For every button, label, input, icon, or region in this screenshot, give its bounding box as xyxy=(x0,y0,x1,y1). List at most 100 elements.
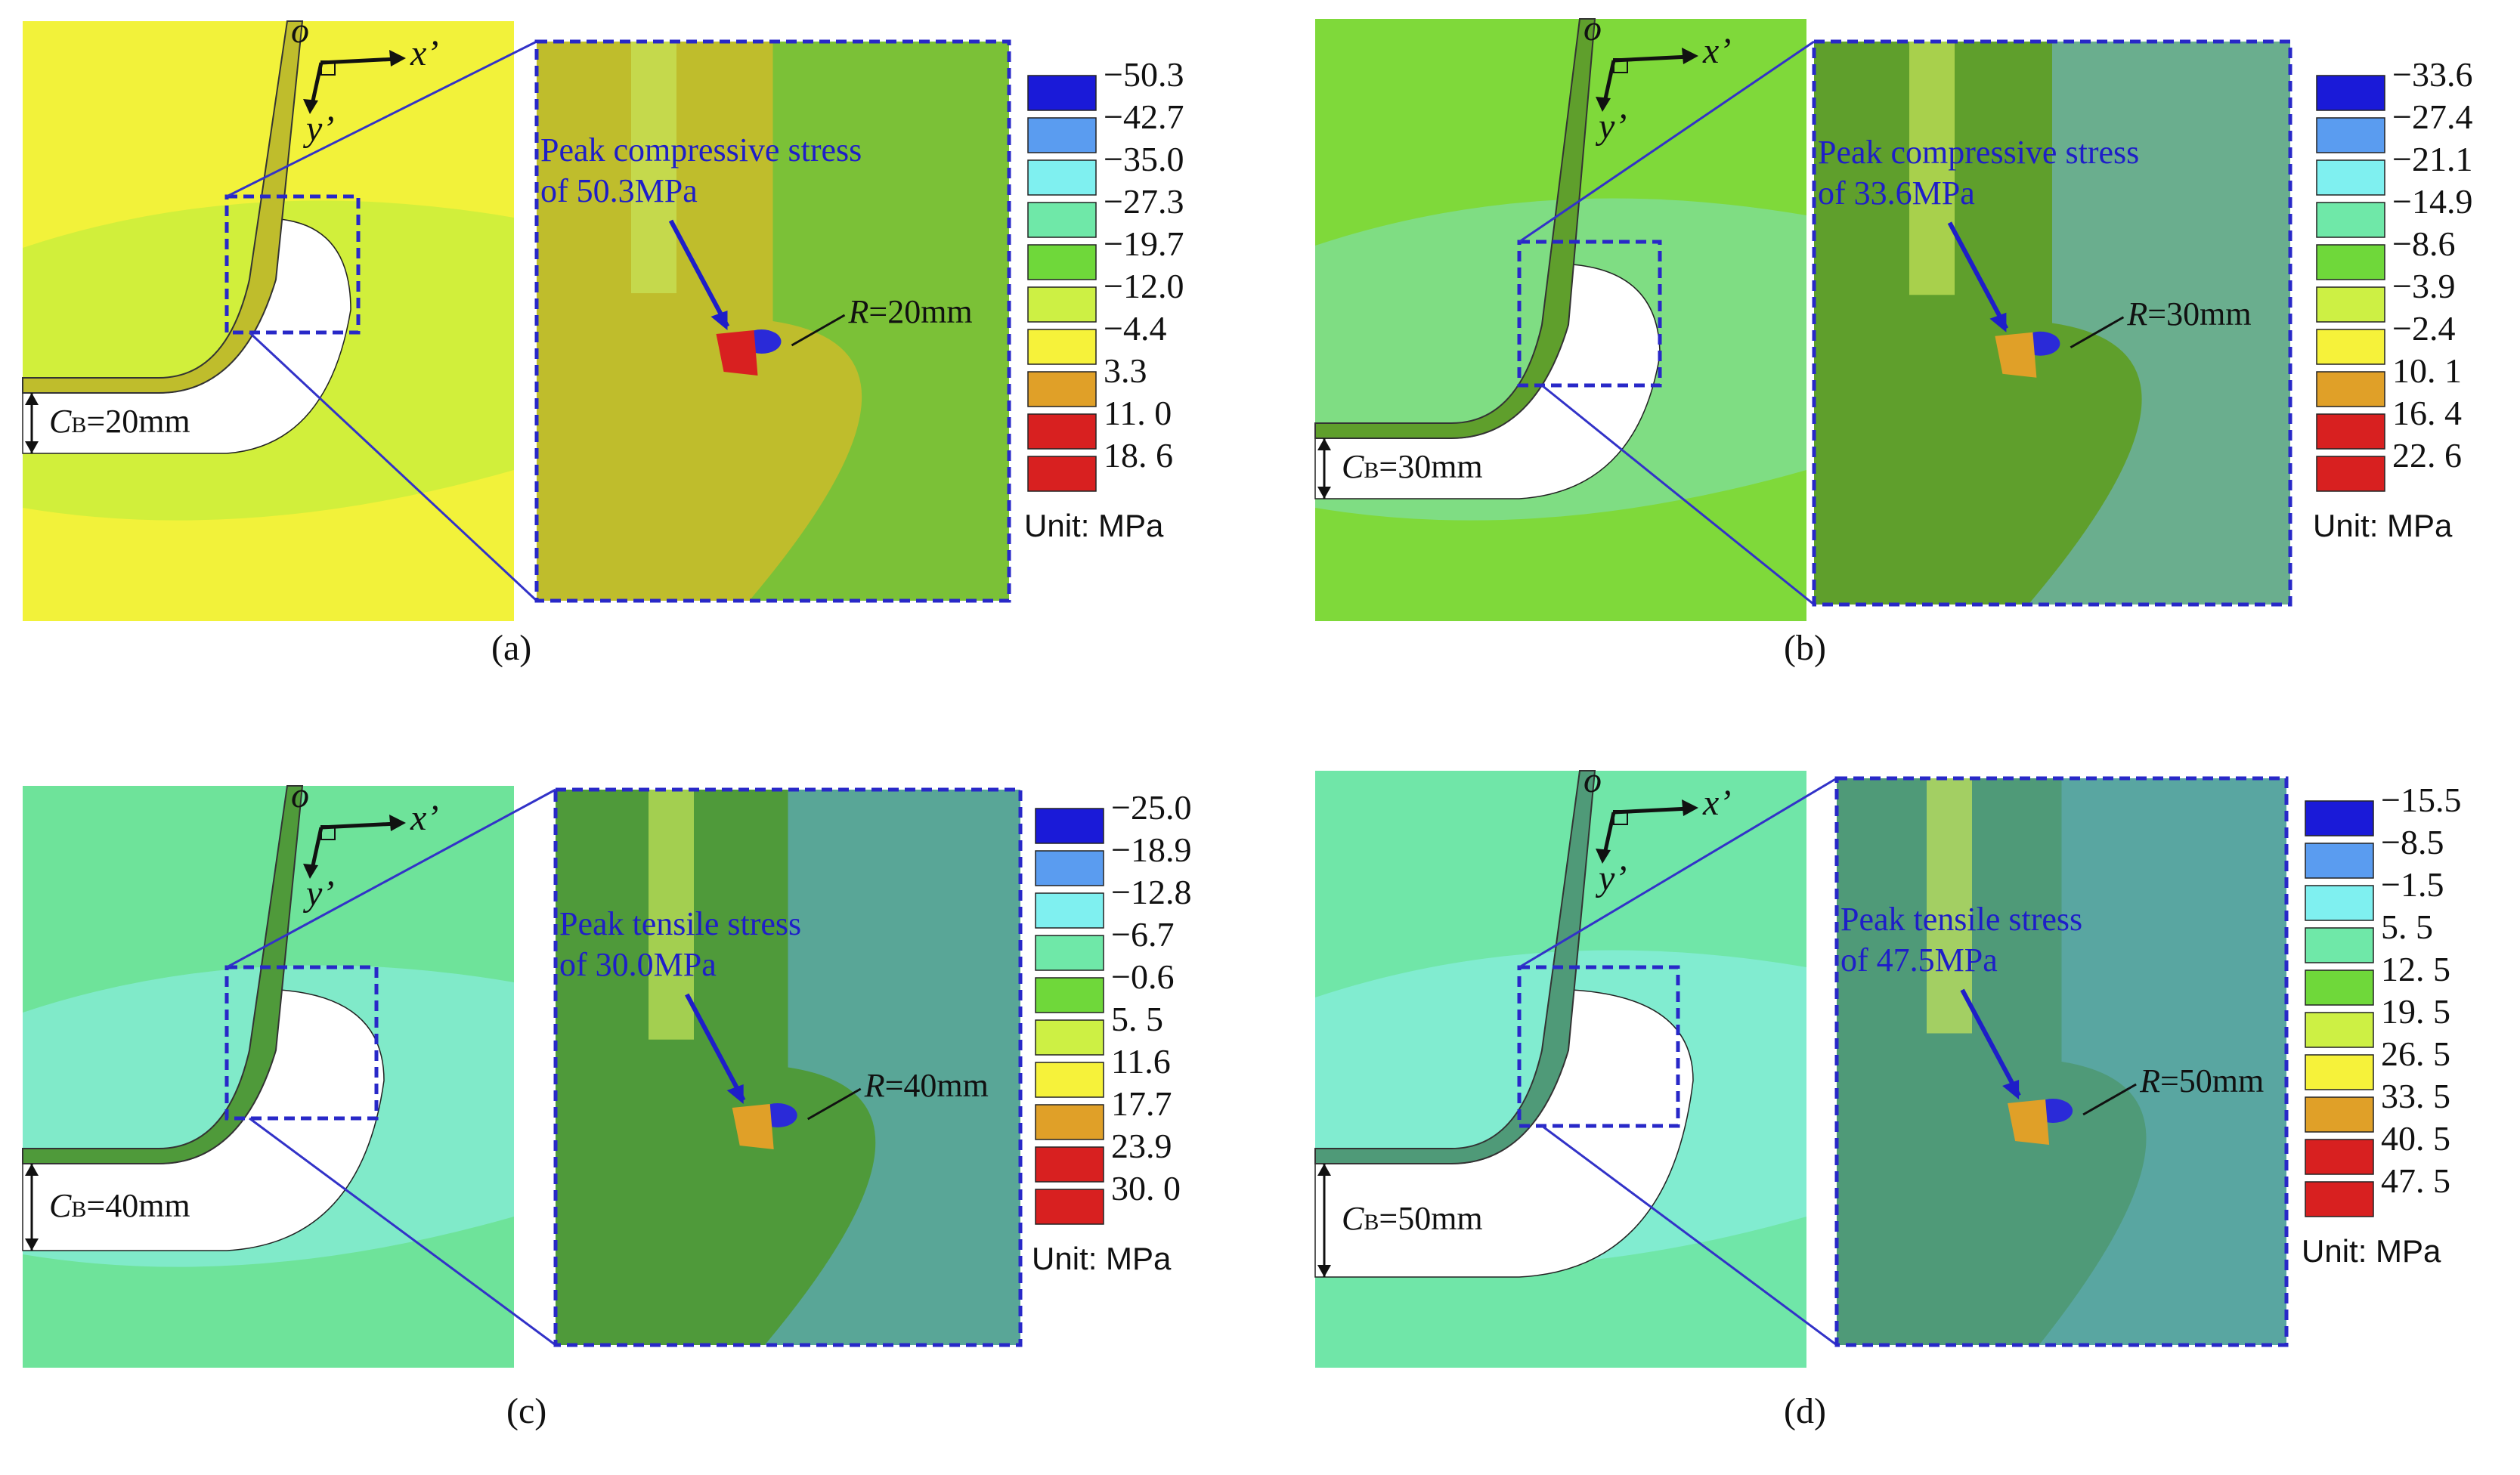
legend-value: −50.3 xyxy=(1104,55,1184,94)
legend-swatch xyxy=(2305,927,2374,963)
legend-swatch xyxy=(2305,1054,2374,1090)
legend-value: 16. 4 xyxy=(2392,394,2462,432)
panel-label: (b) xyxy=(1784,628,1826,668)
zoom-region-box xyxy=(224,194,361,335)
x-axis-arrowhead xyxy=(389,50,406,66)
legend-value: −2.4 xyxy=(2392,309,2456,348)
y-axis-arrow xyxy=(310,62,324,105)
lining-strip xyxy=(1314,770,1596,1164)
radius-label: R=50mm xyxy=(2140,1062,2264,1100)
x-axis-arrowhead xyxy=(1682,799,1698,816)
legend-swatch xyxy=(1027,413,1097,450)
legend-value: 11. 0 xyxy=(1104,394,1172,432)
legend-swatch xyxy=(1035,1019,1104,1056)
lining-strip xyxy=(1314,18,1596,439)
zoom-connector-line xyxy=(1541,1124,1837,1347)
peak-arrow-head xyxy=(2002,1080,2020,1099)
legend-value: −42.7 xyxy=(1104,97,1184,136)
legend-value: 47. 5 xyxy=(2381,1161,2450,1200)
radius-pointer xyxy=(2082,1083,2137,1116)
cover-depth-arrows xyxy=(1317,1164,1331,1277)
peak-stress-line: of 33.6MPa xyxy=(1818,174,1975,212)
x-axis-arrowhead xyxy=(389,815,406,831)
legend-swatch xyxy=(2305,969,2374,1006)
x-axis-arrowhead xyxy=(1682,48,1698,64)
legend-value: 18. 6 xyxy=(1104,436,1173,475)
stress-hotspot-peak xyxy=(716,330,758,376)
y-axis-arrowhead xyxy=(1596,849,1611,864)
lining-strip xyxy=(22,785,304,1164)
zoom-connector-line xyxy=(226,40,537,198)
legend-swatch xyxy=(2305,843,2374,879)
legend-value: −27.3 xyxy=(1104,182,1184,221)
zoomed-contour-band xyxy=(749,42,1009,601)
stress-hotspot-peak xyxy=(2008,1099,2050,1145)
zoom-region-box xyxy=(224,965,379,1121)
peak-arrow-head xyxy=(726,1084,744,1104)
legend-swatch xyxy=(1027,244,1097,280)
zoomed-view-border xyxy=(1812,39,2292,607)
legend-value: −25.0 xyxy=(1111,788,1192,827)
zoomed-contour-band xyxy=(2039,778,2286,1345)
legend-swatch xyxy=(1035,892,1104,929)
peak-stress-line: Peak tensile stress xyxy=(559,905,802,942)
legend-value: 5. 5 xyxy=(2381,908,2433,946)
y-axis-label: y’ xyxy=(1599,858,1627,898)
legend-value: −4.4 xyxy=(1104,309,1167,348)
stress-hotspot-peak xyxy=(1995,332,2037,378)
y-axis-arrowhead xyxy=(1596,97,1611,112)
legend-swatch xyxy=(1035,1146,1104,1183)
cover-symbol: C xyxy=(1342,1200,1364,1237)
panel-b xyxy=(1314,18,2385,621)
x-axis-arrow xyxy=(320,821,398,830)
legend-value: −12.8 xyxy=(1111,873,1192,911)
legend-swatch xyxy=(2316,413,2385,450)
radius-pointer xyxy=(806,1087,862,1121)
peak-stress-line: of 47.5MPa xyxy=(1840,942,1998,979)
legend-swatch xyxy=(2316,75,2385,111)
y-axis-arrow xyxy=(1602,812,1616,855)
legend-swatch xyxy=(1027,371,1097,407)
peak-stress-line: of 50.3MPa xyxy=(540,172,698,209)
legend-value: −6.7 xyxy=(1111,915,1175,954)
x-axis-label: x’ xyxy=(410,798,439,838)
legend-value: −14.9 xyxy=(2392,182,2473,221)
peak-arrow xyxy=(1960,988,2021,1097)
legend-swatch xyxy=(2316,159,2385,196)
lining-strip xyxy=(22,20,304,394)
legend-value: −19.7 xyxy=(1104,224,1184,263)
zoom-connector-line xyxy=(248,331,538,602)
cover-depth-label: CB=50mm xyxy=(1342,1199,1483,1238)
radius-label: R=30mm xyxy=(2127,295,2251,333)
zoom-connector-line xyxy=(249,1117,556,1347)
zoom-connector-line xyxy=(1519,40,1815,243)
peak-arrow xyxy=(685,993,746,1102)
legend-value: 19. 5 xyxy=(2381,992,2450,1031)
peak-stress-line: of 30.0MPa xyxy=(559,946,717,983)
panel-label: (c) xyxy=(506,1391,547,1431)
radius-label: R=20mm xyxy=(849,292,973,331)
legend-swatch xyxy=(2305,885,2374,921)
x-axis-arrow xyxy=(1613,806,1690,815)
legend-value: 3.3 xyxy=(1104,351,1147,390)
legend-value: −15.5 xyxy=(2381,781,2462,819)
legend-unit-label: Unit: MPa xyxy=(1024,508,1164,543)
legend-unit-label: Unit: MPa xyxy=(1032,1241,1172,1276)
legend-value: −1.5 xyxy=(2381,865,2444,904)
origin-label: o xyxy=(291,11,309,51)
legend-value: 10. 1 xyxy=(2392,351,2462,390)
radius-value: =20mm xyxy=(868,293,973,330)
legend-swatch xyxy=(2305,1181,2374,1217)
x-axis-arrow xyxy=(320,57,398,65)
x-axis-label: x’ xyxy=(410,33,439,73)
legend-value: −21.1 xyxy=(2392,140,2473,178)
legend-swatch xyxy=(1035,935,1104,971)
legend-swatch xyxy=(2305,1012,2374,1048)
cover-symbol: C xyxy=(49,403,72,440)
cover-depth-arrows xyxy=(1317,438,1331,499)
legend-swatch xyxy=(2316,202,2385,238)
legend-value: 33. 5 xyxy=(2381,1077,2450,1115)
zoomed-view-border xyxy=(1834,776,2289,1347)
right-angle-mark xyxy=(320,825,336,840)
